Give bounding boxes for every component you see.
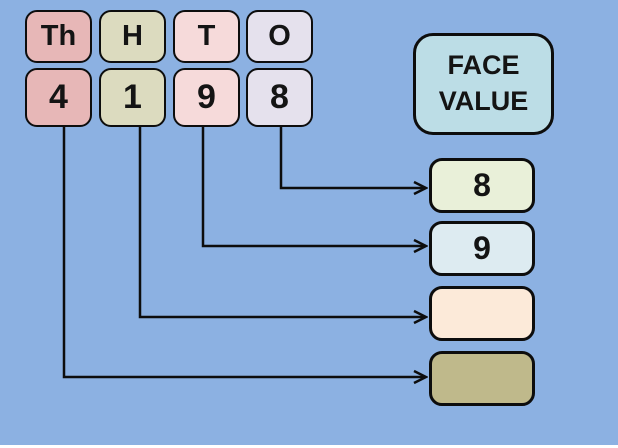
digit-box-ones: 8 xyxy=(246,68,313,127)
place-label-box-tens: T xyxy=(173,10,240,63)
face-value-title-box: FACE VALUE xyxy=(413,33,554,135)
bottom-edge-strip xyxy=(0,445,618,448)
result-box-hundreds xyxy=(429,286,535,341)
place-label-box-ones: O xyxy=(246,10,313,63)
place-label-hundreds: H xyxy=(122,20,143,52)
result-box-ones: 8 xyxy=(429,158,535,213)
place-label-box-thousands: Th xyxy=(25,10,92,63)
digit-box-tens: 9 xyxy=(173,68,240,127)
result-value-tens: 9 xyxy=(473,230,491,266)
result-box-thousands xyxy=(429,351,535,406)
digit-box-thousands: 4 xyxy=(25,68,92,127)
connector-thousands-arrow xyxy=(62,127,426,377)
result-box-tens: 9 xyxy=(429,221,535,276)
digit-ones: 8 xyxy=(270,78,289,116)
connector-tens-arrow xyxy=(201,127,426,246)
digit-thousands: 4 xyxy=(49,78,68,116)
connector-hundreds-arrow xyxy=(138,127,426,317)
result-value-ones: 8 xyxy=(473,167,491,203)
place-label-box-hundreds: H xyxy=(99,10,166,63)
place-label-tens: T xyxy=(197,20,216,52)
digit-hundreds: 1 xyxy=(123,78,142,116)
digit-box-hundreds: 1 xyxy=(99,68,166,127)
face-value-title: FACE VALUE xyxy=(438,50,529,116)
place-label-ones: O xyxy=(268,20,291,52)
digit-tens: 9 xyxy=(197,78,216,116)
place-label-thousands: Th xyxy=(40,20,77,52)
connector-ones-arrow xyxy=(279,127,426,188)
